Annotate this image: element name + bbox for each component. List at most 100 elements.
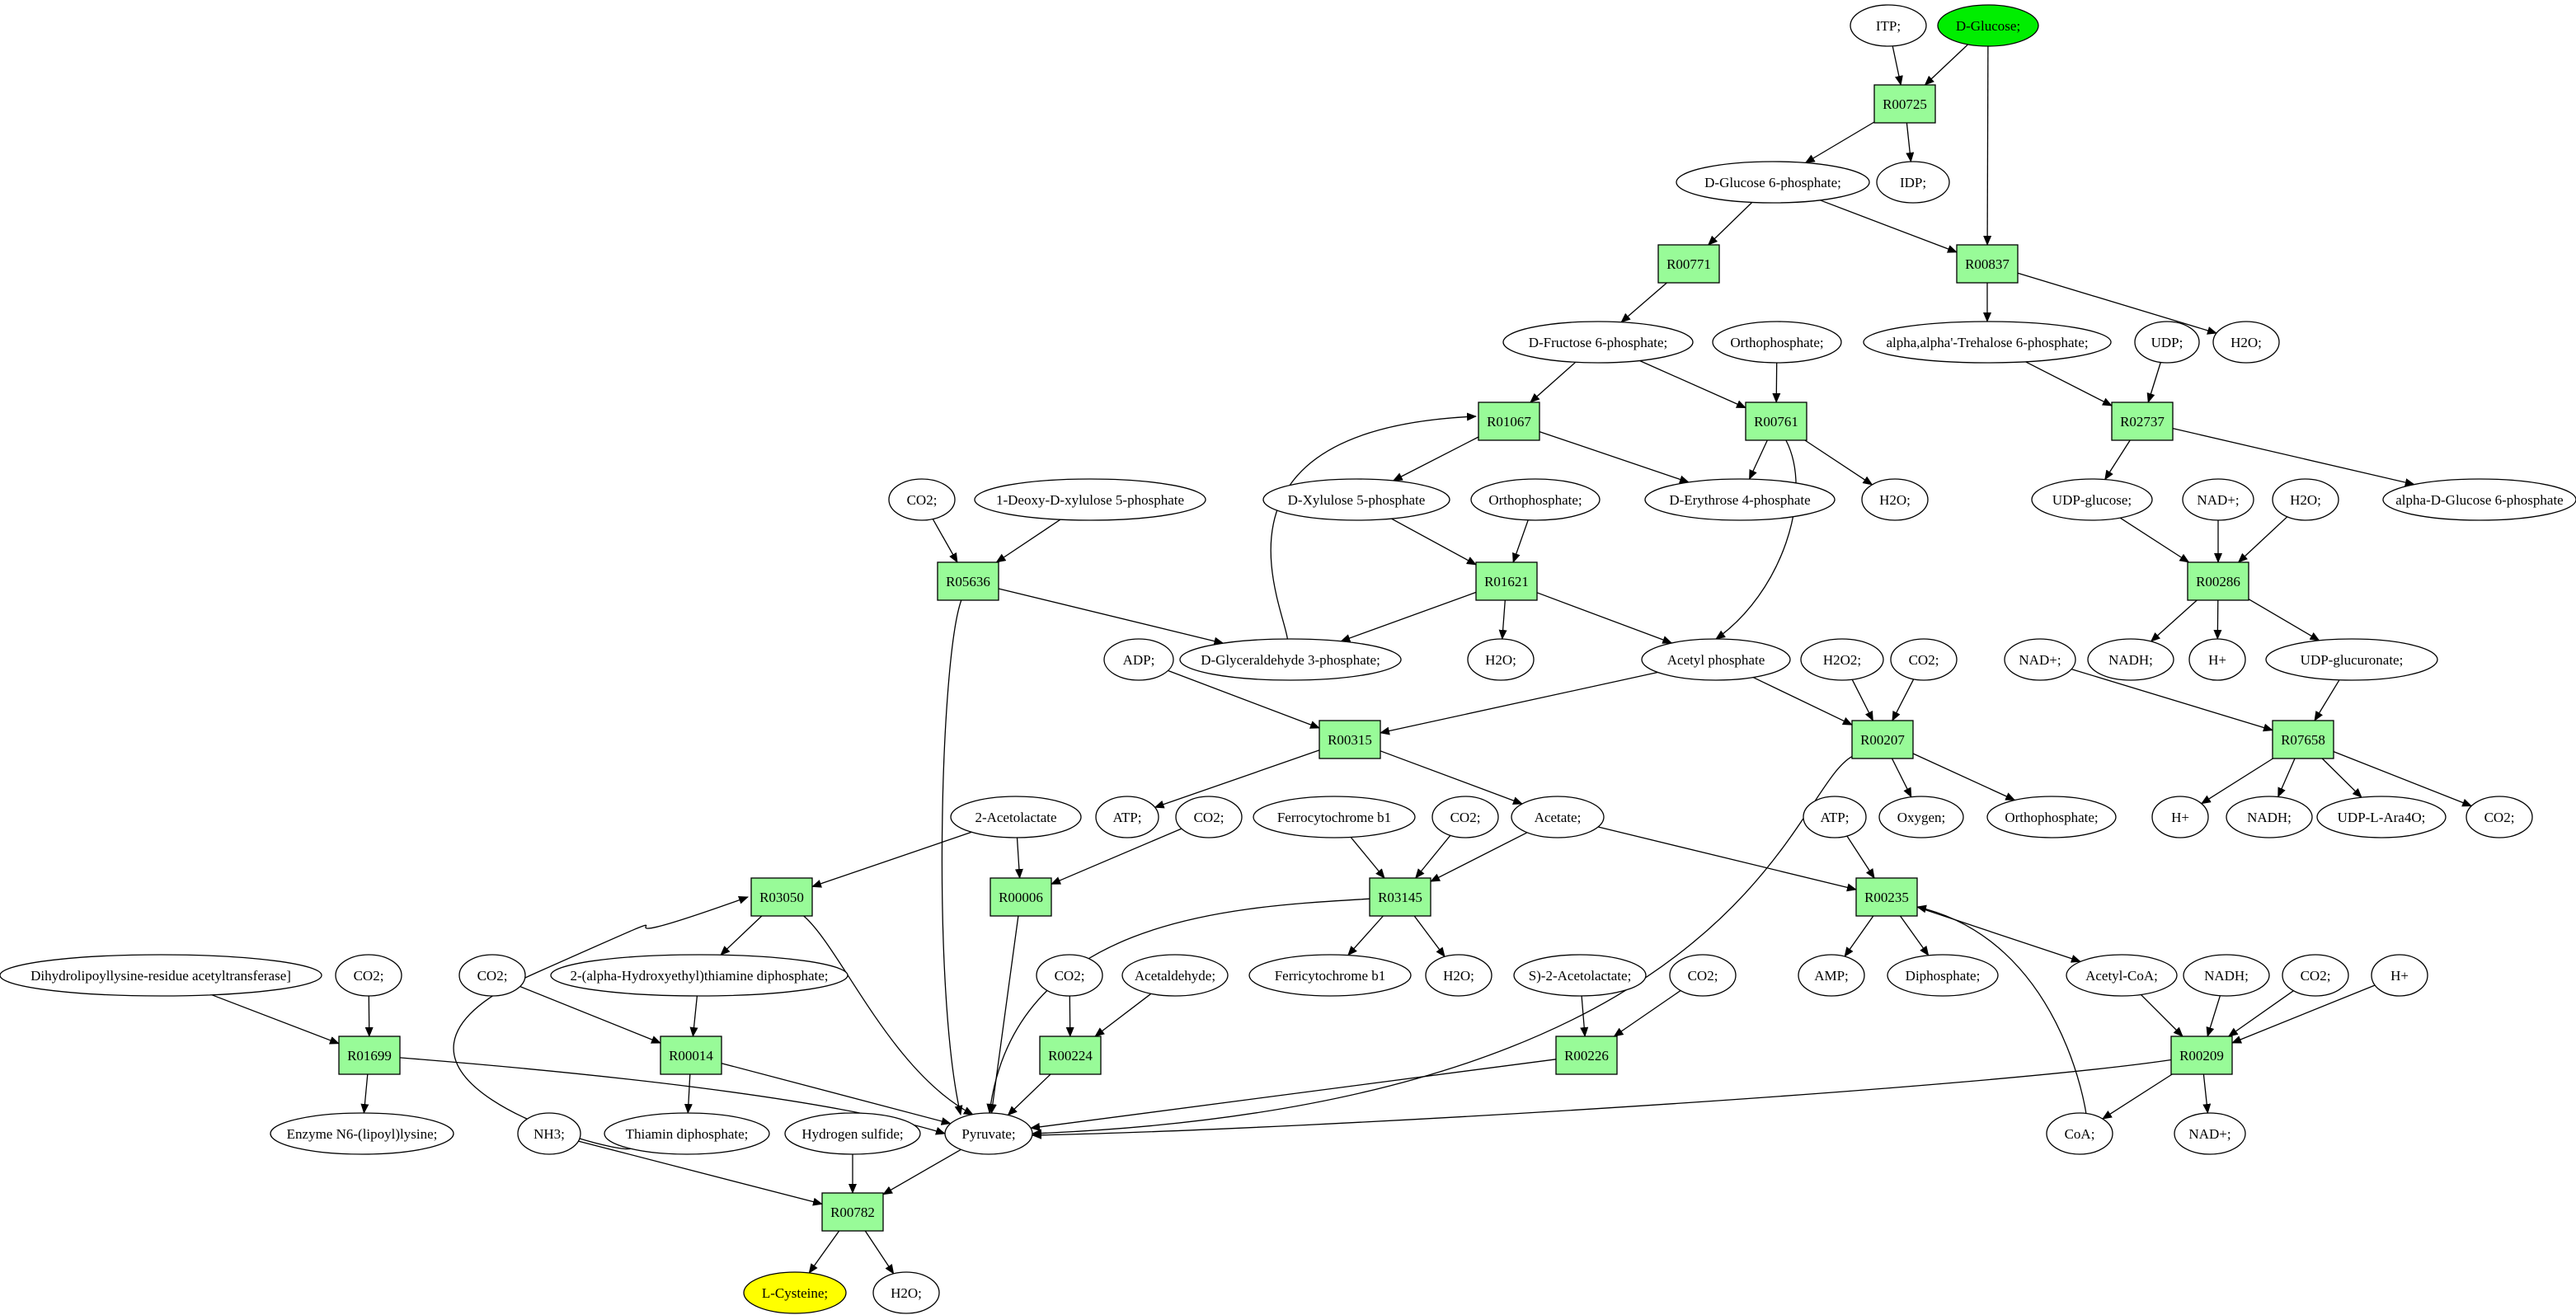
reaction-node-r05636[interactable]: R05636 [937, 561, 999, 601]
metabolite-node-dihydrolipoyl[interactable]: Dihydrolipoyllysine-residue acetyltransf… [0, 954, 322, 997]
metabolite-node-co2-j[interactable]: CO2; [2282, 954, 2349, 997]
reaction-node-r00315[interactable]: R00315 [1319, 720, 1381, 759]
metabolite-node-coa[interactable]: CoA; [2046, 1112, 2113, 1155]
reaction-node-r01699[interactable]: R01699 [338, 1036, 401, 1075]
metabolite-node-udpglucuronate[interactable]: UDP-glucuronate; [2265, 638, 2438, 681]
metabolite-node-udpara[interactable]: UDP-L-Ara4O; [2316, 796, 2447, 838]
metabolite-node-h2o-f[interactable]: H2O; [872, 1271, 940, 1314]
metabolite-node-amp[interactable]: AMP; [1798, 954, 1865, 997]
metabolite-node-co2-g[interactable]: CO2; [458, 954, 526, 997]
metabolite-node-hplus-c[interactable]: H+ [2371, 954, 2428, 997]
reaction-node-r00761[interactable]: R00761 [1745, 402, 1807, 441]
reaction-node-r00286[interactable]: R00286 [2187, 561, 2249, 601]
metabolite-node-itp[interactable]: ITP; [1850, 4, 1927, 47]
metabolite-label: D-Glucose 6-phosphate; [1704, 175, 1841, 190]
metabolite-node-deoxyxylulose[interactable]: 1-Deoxy-D-xylulose 5-phosphate [974, 478, 1206, 521]
reaction-node-r00209[interactable]: R00209 [2170, 1036, 2233, 1075]
metabolite-node-thiaminpp[interactable]: Thiamin diphosphate; [604, 1112, 770, 1155]
metabolite-node-enzymelipoyl[interactable]: Enzyme N6-(lipoyl)lysine; [270, 1112, 454, 1155]
metabolite-node-nh3[interactable]: NH3; [517, 1112, 581, 1155]
metabolite-node-co2-b[interactable]: CO2; [1890, 638, 1958, 681]
metabolite-node-lcysteine[interactable]: L-Cysteine; [743, 1271, 847, 1314]
metabolite-node-h2o-d[interactable]: H2O; [1467, 638, 1535, 681]
metabolite-label: H+ [2208, 652, 2226, 668]
metabolite-node-ortho1[interactable]: Orthophosphate; [1712, 321, 1842, 364]
metabolite-node-atp-a[interactable]: ATP; [1095, 796, 1159, 838]
metabolite-node-erythrose4p[interactable]: D-Erythrose 4-phosphate [1644, 478, 1836, 521]
metabolite-ellipse [2282, 954, 2349, 997]
metabolite-node-co2-f[interactable]: CO2; [335, 954, 402, 997]
metabolite-node-co2-d[interactable]: CO2; [1431, 796, 1499, 838]
reaction-node-r00837[interactable]: R00837 [1956, 244, 2019, 284]
reaction-node-r00226[interactable]: R00226 [1555, 1036, 1618, 1075]
metabolite-node-nadp-a[interactable]: NAD+; [2182, 478, 2254, 521]
reaction-node-r00006[interactable]: R00006 [990, 877, 1052, 917]
metabolite-node-hplus-b[interactable]: H+ [2151, 796, 2209, 838]
reaction-node-r00725[interactable]: R00725 [1873, 84, 1936, 124]
metabolite-node-g6p[interactable]: D-Glucose 6-phosphate; [1676, 161, 1870, 204]
reaction-node-r00235[interactable]: R00235 [1855, 877, 1918, 917]
reaction-node-r00782[interactable]: R00782 [821, 1192, 884, 1232]
metabolite-node-co2-h[interactable]: CO2; [1036, 954, 1103, 997]
metabolite-node-co2-c[interactable]: CO2; [1175, 796, 1243, 838]
reaction-node-r01621[interactable]: R01621 [1475, 561, 1538, 601]
metabolite-node-ferricyt[interactable]: Ferricytochrome b1 [1248, 954, 1412, 997]
reaction-node-r03145[interactable]: R03145 [1369, 877, 1431, 917]
metabolite-node-hethtpp[interactable]: 2-(alpha-Hydroxyethyl)thiamine diphospha… [550, 954, 848, 997]
metabolite-node-dglucose[interactable]: D-Glucose; [1937, 4, 2039, 47]
reaction-node-r07658[interactable]: R07658 [2272, 720, 2334, 759]
metabolite-node-acetaldehyde[interactable]: Acetaldehyde; [1121, 954, 1229, 997]
metabolite-label: CO2; [1909, 652, 1939, 668]
metabolite-node-hplus-a[interactable]: H+ [2188, 638, 2246, 681]
metabolite-label: D-Glyceraldehyde 3-phosphate; [1201, 652, 1380, 668]
metabolite-node-ortho3[interactable]: Orthophosphate; [1986, 796, 2117, 838]
reaction-node-r00771[interactable]: R00771 [1657, 244, 1720, 284]
reaction-node-r00014[interactable]: R00014 [660, 1036, 722, 1075]
metabolite-node-xylulose5p[interactable]: D-Xylulose 5-phosphate [1262, 478, 1450, 521]
metabolite-node-h2o-e[interactable]: H2O; [1425, 954, 1492, 997]
metabolite-node-acetate[interactable]: Acetate; [1511, 796, 1605, 838]
metabolite-node-h2o2[interactable]: H2O2; [1800, 638, 1884, 681]
metabolite-node-nadh-b[interactable]: NADH; [2226, 796, 2313, 838]
metabolite-node-h2o-a[interactable]: H2O; [2212, 321, 2280, 364]
metabolite-node-trehalose6p[interactable]: alpha,alpha'-Trehalose 6-phosphate; [1863, 321, 2112, 364]
metabolite-node-ferrocyt[interactable]: Ferrocytochrome b1 [1253, 796, 1416, 838]
metabolite-node-h2o-b[interactable]: H2O; [1861, 478, 1929, 521]
metabolite-node-nadh-c[interactable]: NADH; [2183, 954, 2270, 997]
metabolite-node-adp[interactable]: ADP; [1103, 638, 1174, 681]
metabolite-node-oxygen[interactable]: Oxygen; [1878, 796, 1964, 838]
metabolite-node-acetylp[interactable]: Acetyl phosphate [1641, 638, 1791, 681]
metabolite-node-sacetolactate[interactable]: S)-2-Acetolactate; [1513, 954, 1647, 997]
metabolite-ellipse [2174, 1112, 2246, 1155]
metabolite-node-nadh-a[interactable]: NADH; [2087, 638, 2174, 681]
metabolite-node-co2-i[interactable]: CO2; [1669, 954, 1737, 997]
metabolite-node-co2-e[interactable]: CO2; [2466, 796, 2533, 838]
metabolite-node-gap[interactable]: D-Glyceraldehyde 3-phosphate; [1179, 638, 1402, 681]
metabolite-node-atp-b[interactable]: ATP; [1803, 796, 1867, 838]
metabolite-node-diphosphate[interactable]: Diphosphate; [1887, 954, 1999, 997]
metabolite-node-nadp-b[interactable]: NAD+; [2004, 638, 2076, 681]
metabolite-node-ortho2[interactable]: Orthophosphate; [1470, 478, 1601, 521]
metabolite-node-pyruvate[interactable]: Pyruvate; [944, 1112, 1033, 1155]
metabolite-node-acetylcoa[interactable]: Acetyl-CoA; [2066, 954, 2178, 997]
metabolite-label: NADH; [2247, 810, 2292, 825]
metabolite-node-udp[interactable]: UDP; [2134, 321, 2200, 364]
metabolite-node-nadp-c[interactable]: NAD+; [2174, 1112, 2246, 1155]
metabolite-node-udpglucose[interactable]: UDP-glucose; [2031, 478, 2153, 521]
metabolite-node-co2-a[interactable]: CO2; [888, 478, 956, 521]
metabolite-node-h2o-c[interactable]: H2O; [2272, 478, 2339, 521]
metabolite-ellipse [1676, 161, 1870, 204]
reaction-node-r00207[interactable]: R00207 [1851, 720, 1914, 759]
metabolite-node-h2s[interactable]: Hydrogen sulfide; [784, 1112, 921, 1155]
metabolite-node-f6p[interactable]: D-Fructose 6-phosphate; [1502, 321, 1694, 364]
reaction-node-r03050[interactable]: R03050 [750, 877, 813, 917]
edge-R00014-to-pyruvate [721, 1063, 952, 1125]
metabolite-node-adglucose6p[interactable]: alpha-D-Glucose 6-phosphate [2382, 478, 2576, 521]
reaction-node-r00224[interactable]: R00224 [1039, 1036, 1102, 1075]
metabolite-ellipse [2188, 638, 2246, 681]
reaction-node-r01067[interactable]: R01067 [1478, 402, 1540, 441]
metabolite-node-acetolactate[interactable]: 2-Acetolactate [950, 796, 1082, 838]
reaction-node-r02737[interactable]: R02737 [2111, 402, 2174, 441]
metabolite-node-idp[interactable]: IDP; [1876, 161, 1950, 204]
reaction-box [1851, 720, 1914, 759]
